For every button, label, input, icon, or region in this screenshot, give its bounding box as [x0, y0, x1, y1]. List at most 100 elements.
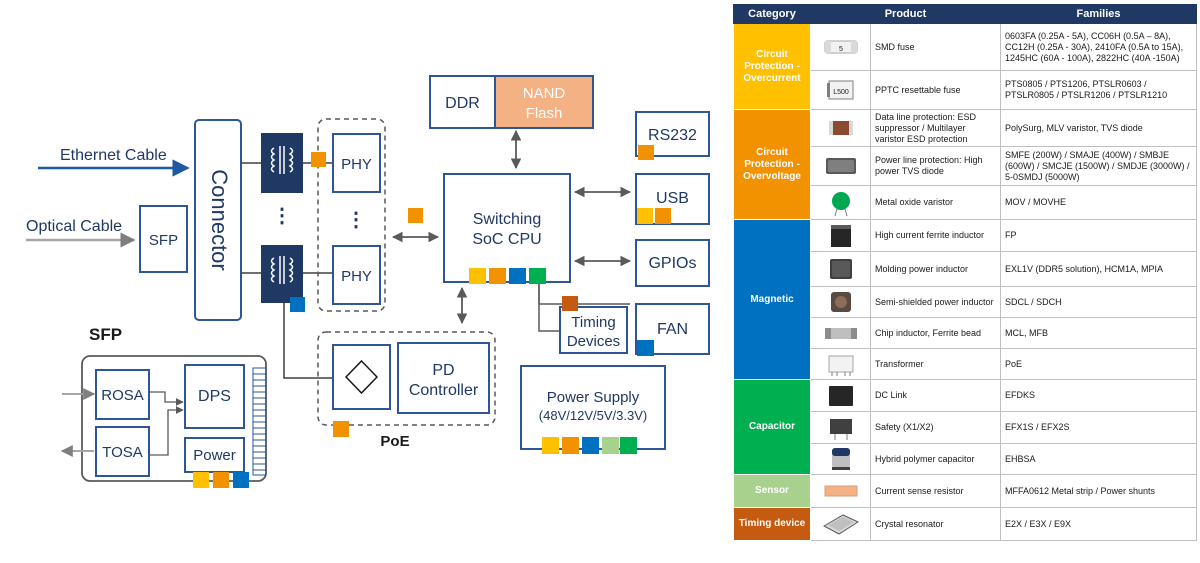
- header-families: Families: [1000, 4, 1197, 24]
- families-cell: SDCL / SDCH: [1000, 286, 1197, 318]
- power-supply-label-1: Power Supply: [547, 389, 640, 406]
- families-cell: E2X / E3X / E9X: [1000, 507, 1197, 541]
- product-cell: Crystal resonator: [870, 507, 1001, 541]
- families-cell: MOV / MOVHE: [1000, 185, 1197, 220]
- sfp-detail-title: SFP: [89, 325, 122, 344]
- soc-label-1: Switching: [473, 211, 541, 228]
- families-cell: SMFE (200W) / SMAJE (400W) / SMBJE (600W…: [1000, 146, 1197, 186]
- families-cell: PTS0805 / PTS1206, PTSLR0603 / PTSLR0805…: [1000, 70, 1197, 110]
- soc-marker-blue: [509, 268, 526, 284]
- ps-marker-lightgreen: [602, 437, 619, 454]
- product-cell: Power line protection: High power TVS di…: [870, 146, 1001, 186]
- families-cell: EXL1V (DDR5 solution), HCM1A, MPIA: [1000, 251, 1197, 287]
- phy-ellipsis: ⋮: [346, 209, 366, 231]
- usb-label: USB: [656, 190, 689, 207]
- esd-suppressor-icon: [828, 121, 853, 135]
- product-cell: Semi-shielded power inductor: [870, 286, 1001, 318]
- product-image-cell: [810, 443, 871, 475]
- fan-marker: [637, 340, 654, 356]
- pd-label-1: PD: [432, 362, 454, 379]
- crystal-resonator-icon: [822, 514, 859, 535]
- marker-orange-2: [408, 208, 423, 223]
- usb-box: USB: [635, 173, 710, 225]
- transformer-icon: [828, 355, 853, 376]
- phy-box-top: PHY: [332, 133, 381, 193]
- poe-marker: [333, 421, 349, 437]
- families-cell: PoE: [1000, 348, 1197, 380]
- product-cell: SMD fuse: [870, 23, 1001, 71]
- category-cell: Magnetic: [733, 219, 811, 380]
- product-table: Category Product Families Circuit Protec…: [733, 4, 1197, 541]
- product-image-cell: [810, 317, 871, 349]
- ddr-box: DDR: [429, 75, 496, 129]
- tosa-label: TOSA: [102, 444, 143, 461]
- product-image-cell: [810, 251, 871, 287]
- rs232-box: RS232: [635, 111, 710, 160]
- product-cell: PPTC resettable fuse: [870, 70, 1001, 110]
- rs232-label: RS232: [648, 127, 697, 144]
- sfp-label: SFP: [149, 232, 178, 249]
- usb-marker-orange: [655, 208, 671, 224]
- families-cell: MFFA0612 Metal strip / Power shunts: [1000, 474, 1197, 508]
- block-diagram: Ethernet Cable Optical Cable SFP Connect…: [26, 75, 710, 488]
- families-cell: FP: [1000, 219, 1197, 252]
- product-image-cell: [810, 348, 871, 380]
- families-cell: EFDKS: [1000, 379, 1197, 412]
- ferrite-inductor-icon: [830, 224, 851, 247]
- product-image-cell: [810, 286, 871, 318]
- power-supply-label-2: (48V/12V/5V/3.3V): [539, 408, 647, 423]
- polymer-capacitor-icon: [831, 448, 850, 470]
- timing-label-1: Timing: [571, 314, 615, 331]
- product-cell: Data line protection: ESD suppressor / M…: [870, 109, 1001, 147]
- sfp-marker-yellow: [193, 472, 209, 488]
- product-image-cell: L500: [810, 70, 871, 110]
- ps-marker-orange: [562, 437, 579, 454]
- category-cell: Capacitor: [733, 379, 811, 475]
- marker-blue-1: [290, 297, 305, 312]
- soc-label-2: SoC CPU: [472, 231, 541, 248]
- smd-fuse-icon: 5: [824, 40, 857, 54]
- product-cell: Safety (X1/X2): [870, 411, 1001, 444]
- poe-title: PoE: [380, 433, 409, 450]
- chip-inductor-icon: [824, 328, 857, 339]
- tvs-diode-icon: [825, 158, 856, 174]
- pptc-fuse-icon: L500: [826, 80, 853, 100]
- timing-devices-box: Timing Devices: [559, 296, 628, 354]
- category-cell: Sensor: [733, 474, 811, 508]
- product-cell: DC Link: [870, 379, 1001, 412]
- category-cell: Timing device: [733, 507, 811, 541]
- soc-cpu-box: Switching SoC CPU: [443, 173, 571, 284]
- svg-text:L500: L500: [833, 89, 849, 96]
- product-image-cell: [810, 411, 871, 444]
- phy-box-bottom: PHY: [332, 245, 381, 305]
- sfp-module-box: SFP: [139, 205, 188, 273]
- product-image-cell: [810, 219, 871, 252]
- pd-controller-box: PD Controller: [397, 342, 490, 414]
- safety-capacitor-icon: [829, 418, 852, 440]
- rs232-marker: [638, 145, 654, 160]
- semi-shielded-inductor-icon: [830, 292, 851, 312]
- gpios-box: GPIOs: [635, 239, 710, 287]
- magnetics-top: [261, 133, 303, 193]
- product-cell: High current ferrite inductor: [870, 219, 1001, 252]
- sfp-marker-orange: [213, 472, 229, 488]
- ps-marker-blue: [582, 437, 599, 454]
- soc-marker-yellow: [469, 268, 486, 284]
- rosa-label: ROSA: [101, 387, 144, 404]
- table-row: Safety (X1/X2)EFX1S / EFX2S: [734, 411, 1197, 444]
- product-cell: Current sense resistor: [870, 474, 1001, 508]
- header-product: Product: [810, 4, 1001, 24]
- dc-link-capacitor-icon: [828, 385, 853, 406]
- dps-box: DPS: [184, 364, 245, 429]
- optical-cable-label: Optical Cable: [26, 218, 122, 235]
- product-cell: Chip inductor, Ferrite bead: [870, 317, 1001, 349]
- sfp-power-box: Power: [184, 437, 249, 488]
- nand-flash-box: NAND Flash: [494, 75, 594, 129]
